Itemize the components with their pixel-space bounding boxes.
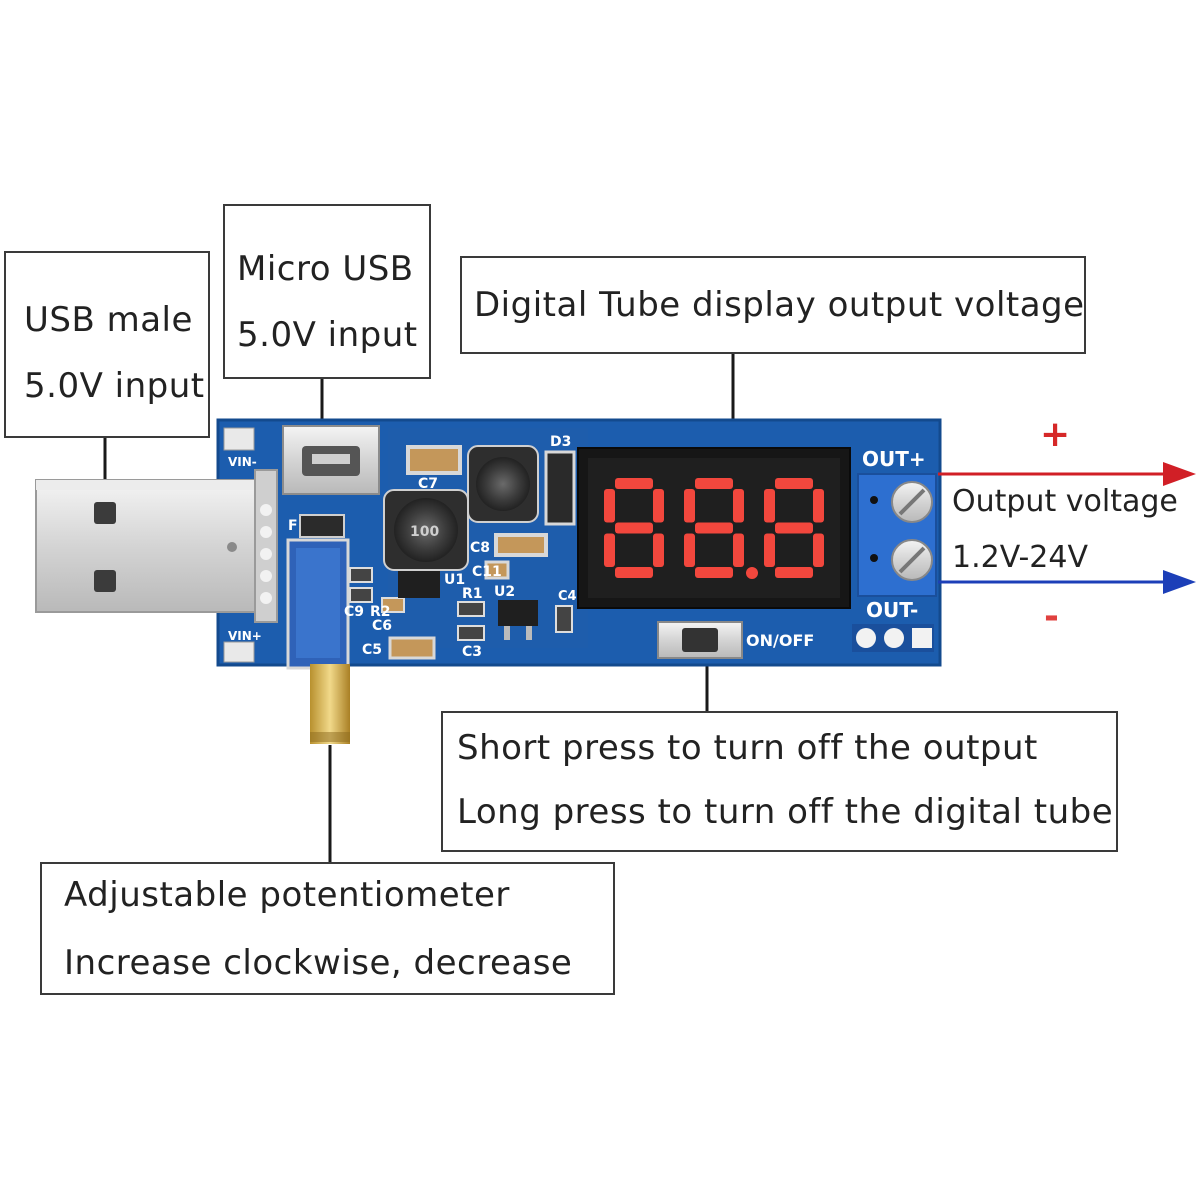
segment-d — [615, 567, 653, 578]
potentiometer-line1: Adjustable potentiometer — [64, 875, 510, 915]
silk-c8: C8 — [470, 540, 490, 556]
segment-e — [764, 533, 775, 567]
segment-e — [684, 533, 695, 567]
on-off-button[interactable] — [657, 621, 743, 659]
segment-g — [615, 522, 653, 534]
negative-output-arrow — [938, 570, 1196, 594]
button-line2: Long press to turn off the digital tube — [457, 792, 1114, 832]
silk-r2: R2 — [370, 604, 391, 620]
digital-tube-line1: Digital Tube display output voltage — [474, 285, 1085, 325]
display-digit — [764, 478, 824, 578]
silk-f: F — [288, 518, 298, 534]
silk-u1: U1 — [444, 572, 465, 588]
display-digit — [684, 478, 744, 578]
usb-male-callout: USB male 5.0V input — [4, 251, 210, 438]
silk-c4: C4 — [558, 589, 577, 604]
button-line1: Short press to turn off the output — [457, 728, 1038, 768]
silk-c3: C3 — [462, 644, 482, 660]
segment-f — [764, 489, 775, 523]
segment-c — [653, 533, 664, 567]
silk-vin-plus: VIN+ — [228, 629, 262, 643]
smd-components — [299, 445, 576, 660]
segment-d — [775, 567, 813, 578]
potentiometer — [286, 538, 350, 744]
silk-u2: U2 — [494, 584, 515, 600]
output-range-label: 1.2V-24V — [952, 540, 1088, 575]
segment-a — [775, 478, 813, 489]
segment-f — [604, 489, 615, 523]
segment-g — [695, 522, 733, 534]
display-digit — [604, 478, 664, 578]
plus-sign: + — [1040, 414, 1071, 455]
silk-on-off: ON/OFF — [746, 631, 814, 650]
silk-c6: C6 — [372, 618, 392, 634]
display-digits — [604, 478, 824, 579]
inductor-large — [383, 489, 469, 571]
inductor-marking: 100 — [410, 524, 439, 540]
segment-d — [695, 567, 733, 578]
seven-segment-display — [577, 447, 851, 609]
segment-g — [775, 522, 813, 534]
segment-b — [733, 489, 744, 523]
silk-c5: C5 — [362, 642, 382, 658]
segment-c — [733, 533, 744, 567]
segment-b — [813, 489, 824, 523]
minus-sign: - — [1044, 596, 1059, 637]
usb-a-connector — [35, 469, 278, 623]
micro-usb-line2: 5.0V input — [237, 315, 418, 355]
silk-out-plus: OUT+ — [862, 447, 926, 471]
silk-r1: R1 — [462, 586, 483, 602]
silk-vin-minus: VIN- — [228, 455, 257, 469]
output-voltage-label: Output voltage — [952, 484, 1178, 519]
segment-e — [604, 533, 615, 567]
segment-c — [813, 533, 824, 567]
output-terminal-block — [857, 473, 937, 597]
silk-c11: C11 — [472, 564, 502, 580]
segment-b — [653, 489, 664, 523]
potentiometer-line2: Increase clockwise, decrease — [64, 943, 573, 983]
micro-usb-callout: Micro USB 5.0V input — [223, 204, 431, 379]
output-pin-pads — [852, 624, 934, 652]
usb-male-line1: USB male — [24, 300, 193, 340]
segment-a — [615, 478, 653, 489]
silk-d3: D3 — [550, 434, 571, 450]
silk-out-minus: OUT- — [866, 598, 918, 622]
inductor-small — [467, 445, 539, 523]
segment-f — [684, 489, 695, 523]
decimal-point — [746, 567, 758, 579]
silk-c7: C7 — [418, 476, 438, 492]
micro-usb-port — [282, 425, 380, 495]
positive-output-arrow — [938, 462, 1196, 486]
segment-a — [695, 478, 733, 489]
usb-male-line2: 5.0V input — [24, 366, 205, 406]
micro-usb-line1: Micro USB — [237, 249, 414, 289]
silk-c9: C9 — [344, 604, 364, 620]
button-callout: Short press to turn off the output Long … — [441, 711, 1118, 852]
digital-tube-callout: Digital Tube display output voltage — [460, 256, 1086, 354]
potentiometer-callout: Adjustable potentiometer Increase clockw… — [40, 862, 615, 995]
